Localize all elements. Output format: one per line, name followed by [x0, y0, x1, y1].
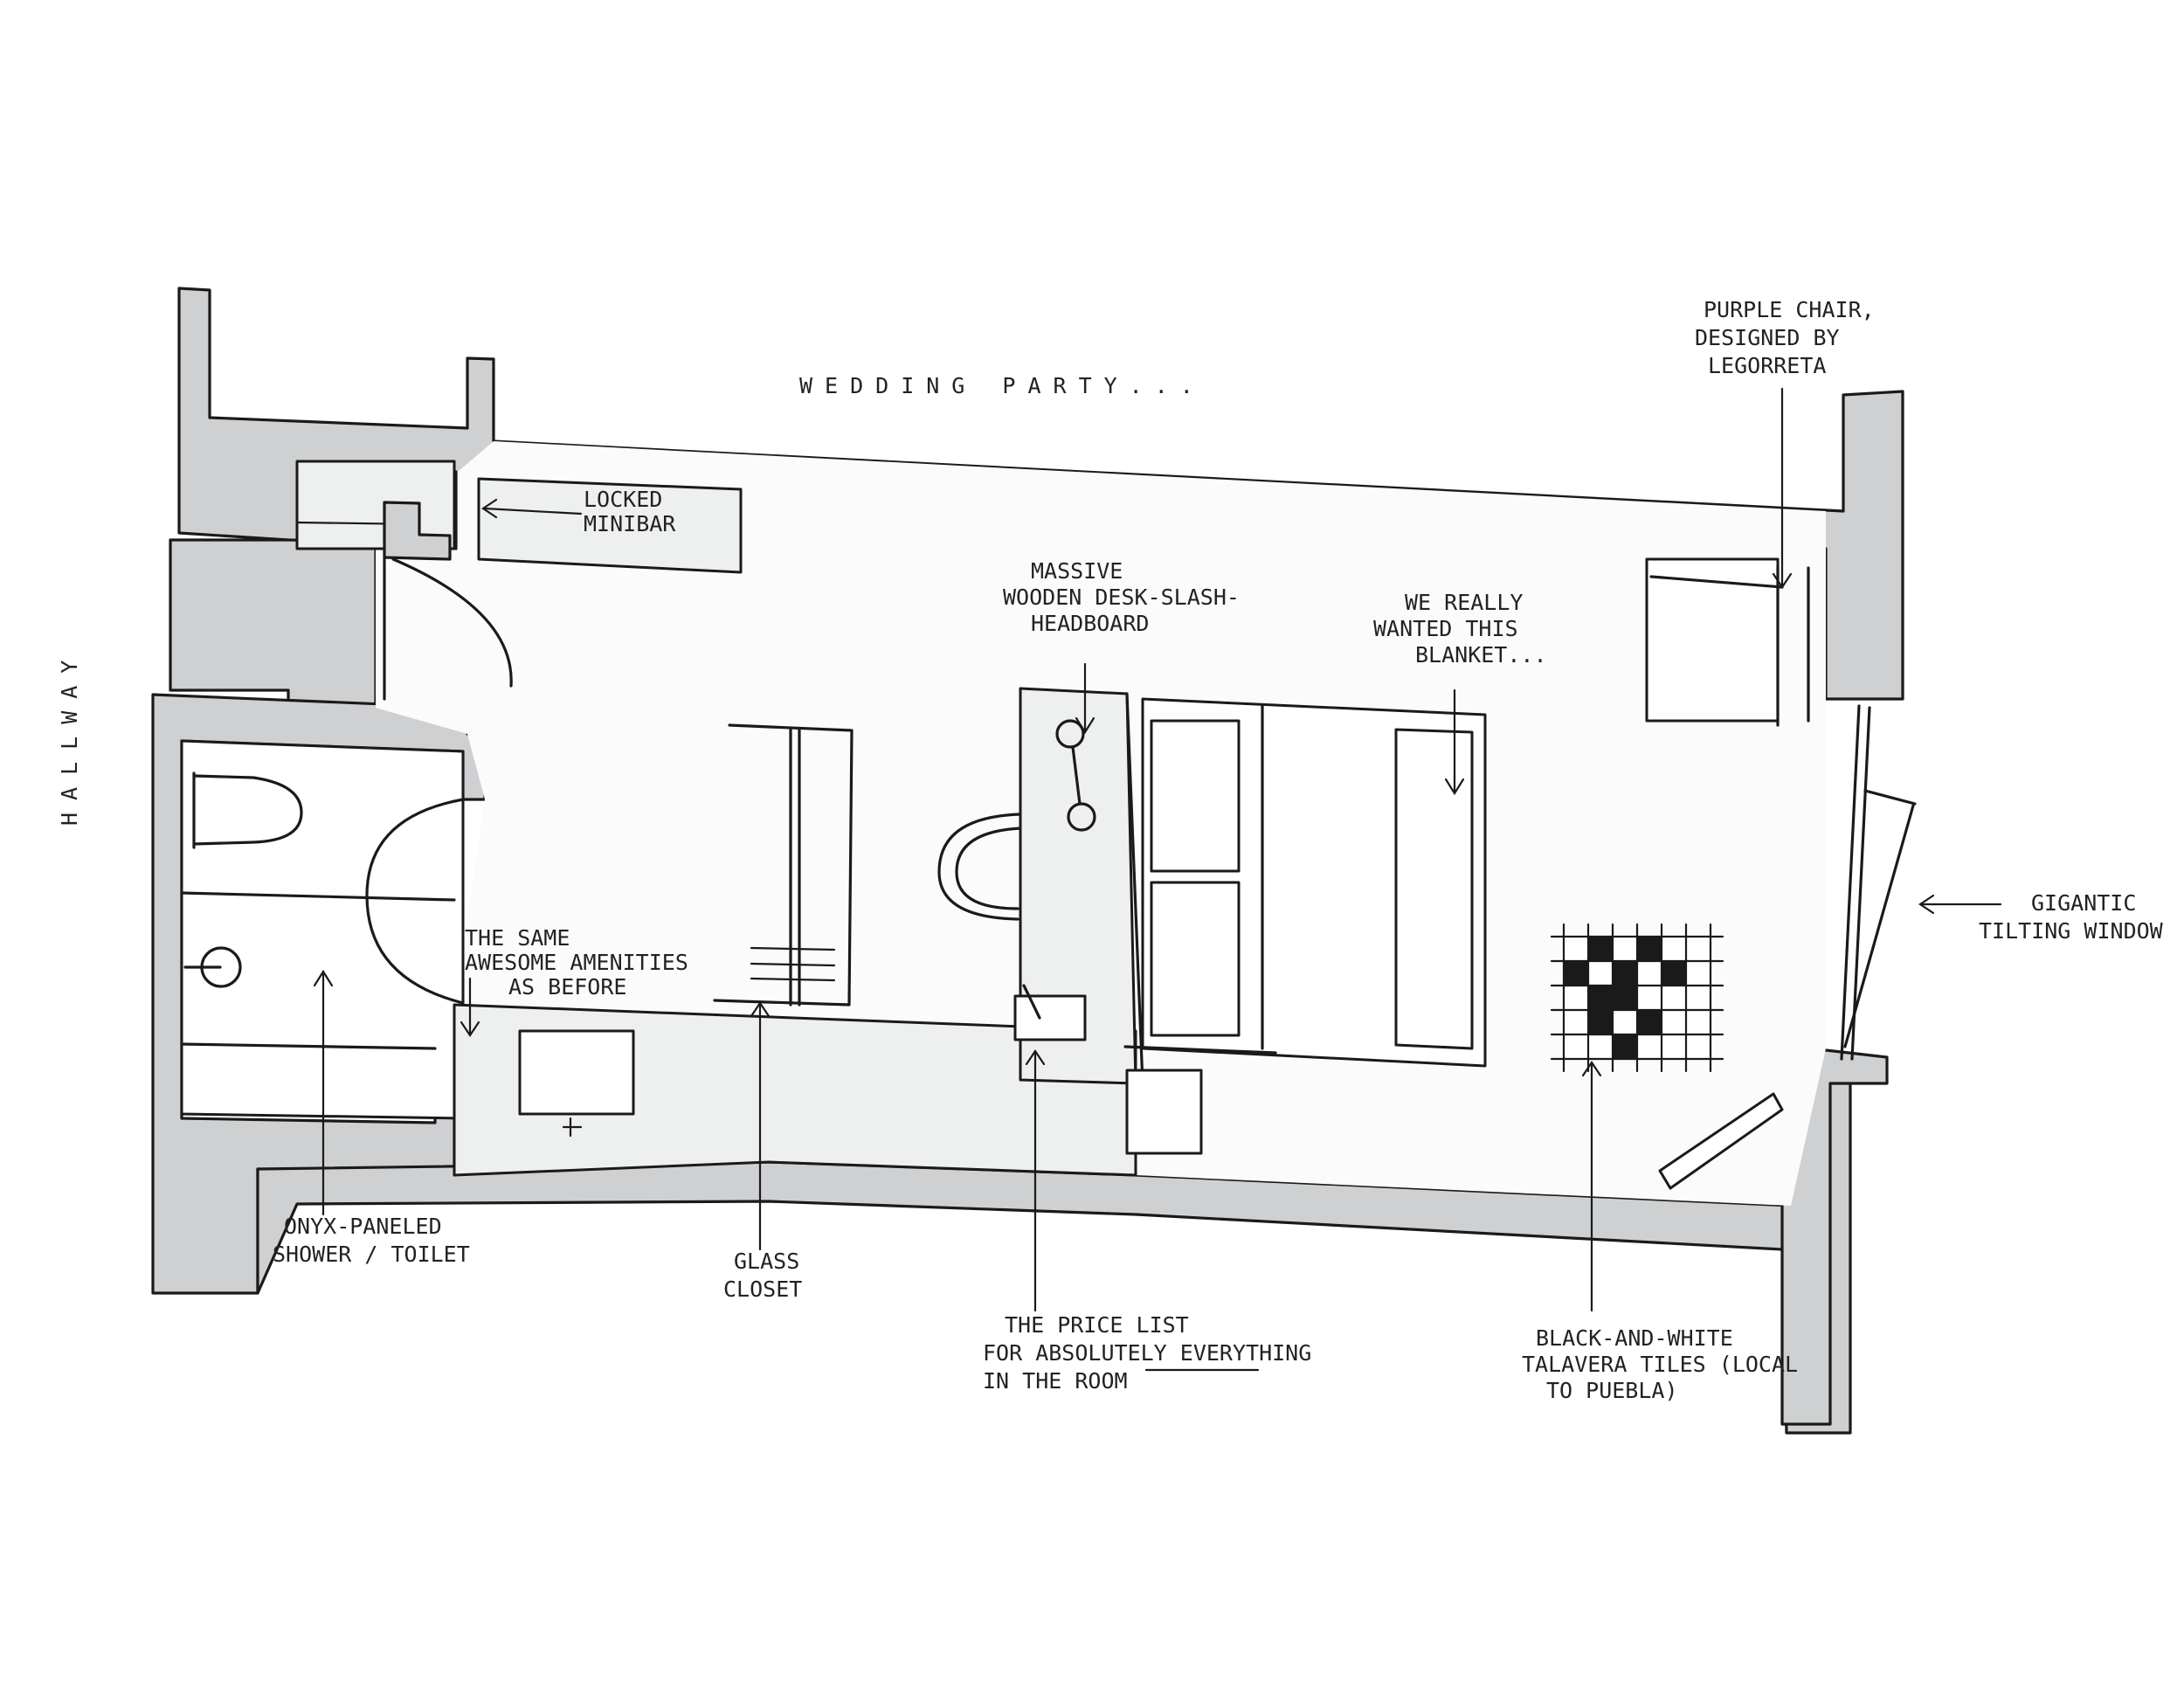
- talavera-tile: [1612, 936, 1638, 962]
- desk-chair: [937, 813, 1022, 921]
- talavera-tile: [1563, 985, 1589, 1011]
- shower-door: [365, 798, 465, 1005]
- purple-chair: [1645, 557, 1810, 727]
- talavera-tile: [1612, 985, 1638, 1011]
- talavera-tile: [1587, 960, 1614, 986]
- talavera-tile: [1563, 1009, 1589, 1035]
- annotation-arrows: [313, 387, 2002, 1312]
- label-onyx-shower: ONYX-PANELED SHOWER / TOILET: [273, 1214, 470, 1267]
- desk-lamp-icon-2: [1067, 802, 1096, 832]
- label-massive-desk: MASSIVE WOODEN DESK-SLASH- HEADBOARD: [1003, 558, 1253, 636]
- price-list-card: [1013, 994, 1087, 1041]
- label-hallway: HALLWAY: [57, 648, 82, 826]
- pillow-1: [1150, 719, 1241, 873]
- talavera-tile: [1661, 936, 1687, 962]
- talavera-tile: [1636, 1034, 1662, 1060]
- talavera-tile: [1636, 985, 1662, 1011]
- desk-headboard: [937, 687, 1144, 1085]
- talavera-tile: [1587, 936, 1614, 962]
- talavera-tile: [1661, 960, 1687, 986]
- entry-door: [383, 557, 513, 701]
- label-price-list: THE PRICE LIST FOR ABSOLUTELY EVERYTHING…: [983, 1312, 1324, 1394]
- floor-mat: [1658, 1092, 1784, 1190]
- label-wedding-party: WEDDING PARTY...: [799, 373, 1206, 398]
- talavera-tile: [1661, 1034, 1687, 1060]
- bed: [1123, 697, 1487, 1068]
- talavera-tile: [1661, 1009, 1687, 1035]
- minibar-area: [295, 460, 743, 574]
- nightstand: [1125, 1069, 1203, 1155]
- purple-chair-seat: [1645, 557, 1780, 723]
- talavera-tile: [1685, 960, 1711, 986]
- bed-blanket: [1394, 728, 1474, 1050]
- label-talavera-tiles: BLACK-AND-WHITE TALAVERA TILES (LOCAL TO…: [1522, 1325, 1811, 1403]
- talavera-tile: [1612, 1034, 1638, 1060]
- talavera-tile: [1661, 985, 1687, 1011]
- talavera-tile: [1587, 1034, 1614, 1060]
- talavera-tile: [1685, 1034, 1711, 1060]
- locked-minibar: [477, 477, 743, 574]
- talavera-tile: [1563, 960, 1589, 986]
- label-glass-closet: GLASS CLOSET: [723, 1249, 812, 1302]
- label-locked-minibar: LOCKED MINIBAR: [584, 487, 676, 536]
- minibar-wall-nub: [383, 501, 452, 561]
- talavera-tile: [1587, 1009, 1614, 1035]
- talavera-tile: [1685, 1009, 1711, 1035]
- pillow-2: [1150, 881, 1241, 1037]
- toilet-icon: [192, 774, 303, 846]
- vanity-sink: [518, 1029, 635, 1116]
- label-purple-chair: PURPLE CHAIR, DESIGNED BY LEGORRETA: [1695, 297, 1888, 378]
- label-blanket: WE REALLY WANTED THIS BLANKET...: [1373, 590, 1547, 668]
- talavera-tiles: [1550, 923, 1724, 1073]
- talavera-tile: [1587, 985, 1614, 1011]
- talavera-tile: [1563, 1034, 1589, 1060]
- talavera-tile: [1685, 936, 1711, 962]
- talavera-tile: [1636, 960, 1662, 986]
- desk-lamp-icon: [1055, 719, 1085, 749]
- talavera-tile: [1563, 936, 1589, 962]
- glass-closet: [713, 723, 854, 1007]
- label-gigantic-window: GIGANTIC TILTING WINDOW: [1979, 890, 2164, 944]
- talavera-tile: [1685, 985, 1711, 1011]
- talavera-tile: [1612, 1009, 1638, 1035]
- label-amenities: THE SAME AWESOME AMENITIES AS BEFORE: [465, 925, 702, 1000]
- tilting-window: [1840, 704, 1917, 1061]
- talavera-tile: [1636, 1009, 1662, 1035]
- bathroom: [180, 739, 465, 1120]
- talavera-tile: [1612, 960, 1638, 986]
- talavera-tile: [1636, 936, 1662, 962]
